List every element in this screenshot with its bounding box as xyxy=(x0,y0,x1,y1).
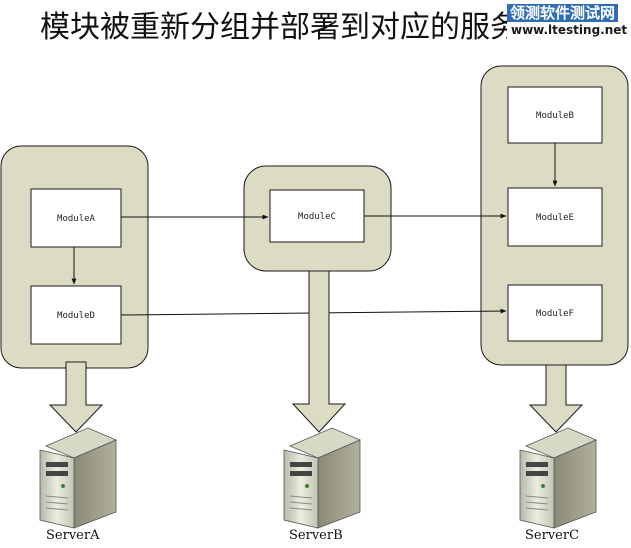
module-b-label: ModuleB xyxy=(536,111,574,121)
module-f-label: ModuleF xyxy=(536,309,574,319)
server-c-icon xyxy=(519,427,598,529)
module-e-label: ModuleE xyxy=(536,213,574,223)
module-d-box: ModuleD xyxy=(30,285,122,345)
module-d-label: ModuleD xyxy=(57,311,95,321)
server-b-icon xyxy=(283,427,362,529)
server-b-label: ServerB xyxy=(289,528,343,543)
module-c-label: ModuleC xyxy=(298,212,336,222)
module-a-label: ModuleA xyxy=(57,214,96,224)
deploy-arrow-b xyxy=(291,270,347,433)
module-e-box: ModuleE xyxy=(507,187,603,247)
watermark-name: 领测软件测试网 xyxy=(507,4,619,22)
deploy-arrow-c xyxy=(528,364,584,433)
module-a-box: ModuleA xyxy=(30,188,122,248)
watermark-logo: 领测软件测试网 www.ltesting.net xyxy=(507,4,628,40)
diagram-title: 模块被重新分组并部署到对应的服务器 xyxy=(40,10,550,45)
server-a-icon xyxy=(39,427,118,529)
module-c-box: ModuleC xyxy=(269,189,365,243)
module-b-box: ModuleB xyxy=(507,86,603,144)
server-c-label: ServerC xyxy=(525,528,580,543)
server-a-label: ServerA xyxy=(46,528,100,543)
module-f-box: ModuleF xyxy=(507,284,603,342)
watermark-url: www.ltesting.net xyxy=(511,23,628,37)
deploy-arrow-a xyxy=(48,361,104,433)
